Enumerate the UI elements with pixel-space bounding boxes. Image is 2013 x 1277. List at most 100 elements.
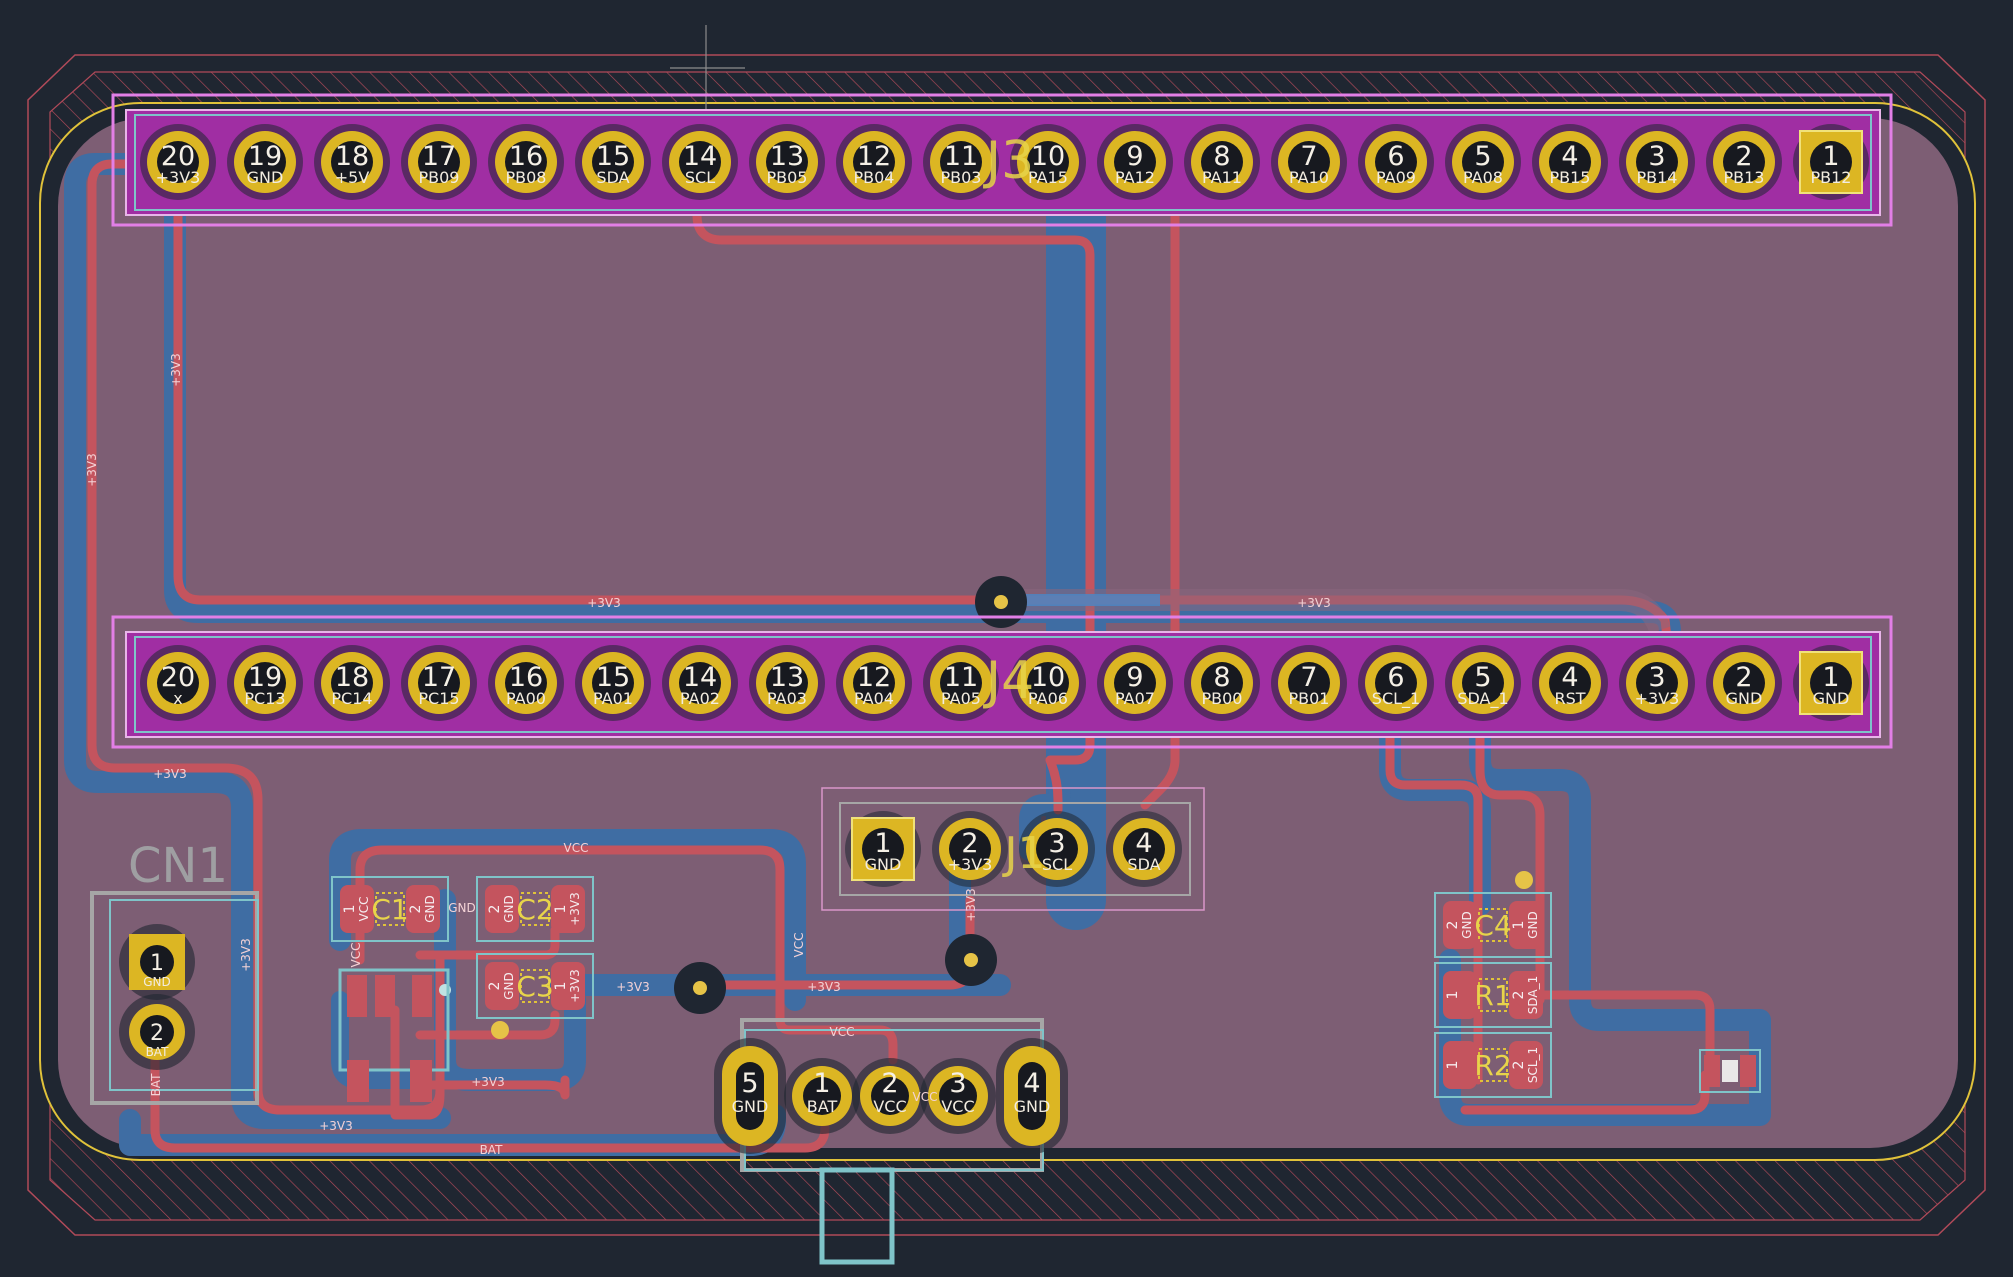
pad-number: 2 xyxy=(150,1021,164,1046)
pad-number: 18 xyxy=(335,141,369,172)
header-pad-18[interactable]: 18+5V xyxy=(314,124,390,200)
pad-net: SDA xyxy=(596,168,629,187)
pad-net: GND xyxy=(247,168,284,187)
svg-text:BAT: BAT xyxy=(149,1073,163,1097)
pad-net: GND xyxy=(732,1097,769,1116)
pad-number: 19 xyxy=(248,141,282,172)
smd-pad-number: 1 xyxy=(553,905,569,914)
pad-number: 8 xyxy=(1213,141,1230,172)
pad-number: 2 xyxy=(881,1068,898,1099)
pad-net: RST xyxy=(1554,689,1585,708)
svg-text:+3V3: +3V3 xyxy=(239,938,253,972)
header-pad-3[interactable]: 3+3V3 xyxy=(1619,645,1695,721)
pad-number: 7 xyxy=(1300,141,1317,172)
pad-net: VCC xyxy=(941,1097,974,1116)
smd-small-parts xyxy=(338,968,1761,1102)
pad-net: GND xyxy=(1813,689,1850,708)
pad-net: PA05 xyxy=(941,689,981,708)
header-pad-20[interactable]: 20+3V3 xyxy=(140,124,216,200)
pad-net: +3V3 xyxy=(948,855,993,874)
pad-number: 8 xyxy=(1213,662,1230,693)
pad-net: PB03 xyxy=(941,168,982,187)
pad-net: PB05 xyxy=(767,168,808,187)
smd-pad-number: 1 xyxy=(1511,921,1527,930)
header-pad-20[interactable]: 20x xyxy=(140,645,216,721)
header-j3[interactable]: 20+3V319GND18+5V17PB0916PB0815SDA14SCL13… xyxy=(111,93,1893,227)
svg-text:+3V3: +3V3 xyxy=(616,980,650,994)
smd-pad-number: 2 xyxy=(1511,991,1527,1000)
pad-net: PA01 xyxy=(593,689,633,708)
svg-text:VCC: VCC xyxy=(830,1025,855,1039)
smd-pad-net: VCC xyxy=(357,897,371,922)
header-j4[interactable]: 20x19PC1318PC1417PC1516PA0015PA0114PA021… xyxy=(111,615,1893,749)
smd-pad-net: +3V3 xyxy=(568,969,582,1003)
pad-net: GND xyxy=(143,975,171,989)
pad-net: PB01 xyxy=(1289,689,1330,708)
svg-text:VCC: VCC xyxy=(564,841,589,855)
pad-number: 13 xyxy=(770,662,804,693)
pad-number: 9 xyxy=(1126,141,1143,172)
pad-net: PA03 xyxy=(767,689,807,708)
j1-pad-2[interactable]: 2+3V3 xyxy=(932,811,1008,887)
pad-net: SCL xyxy=(1042,855,1072,874)
pad-net: BAT xyxy=(146,1045,170,1059)
pad-number: 18 xyxy=(335,662,369,693)
